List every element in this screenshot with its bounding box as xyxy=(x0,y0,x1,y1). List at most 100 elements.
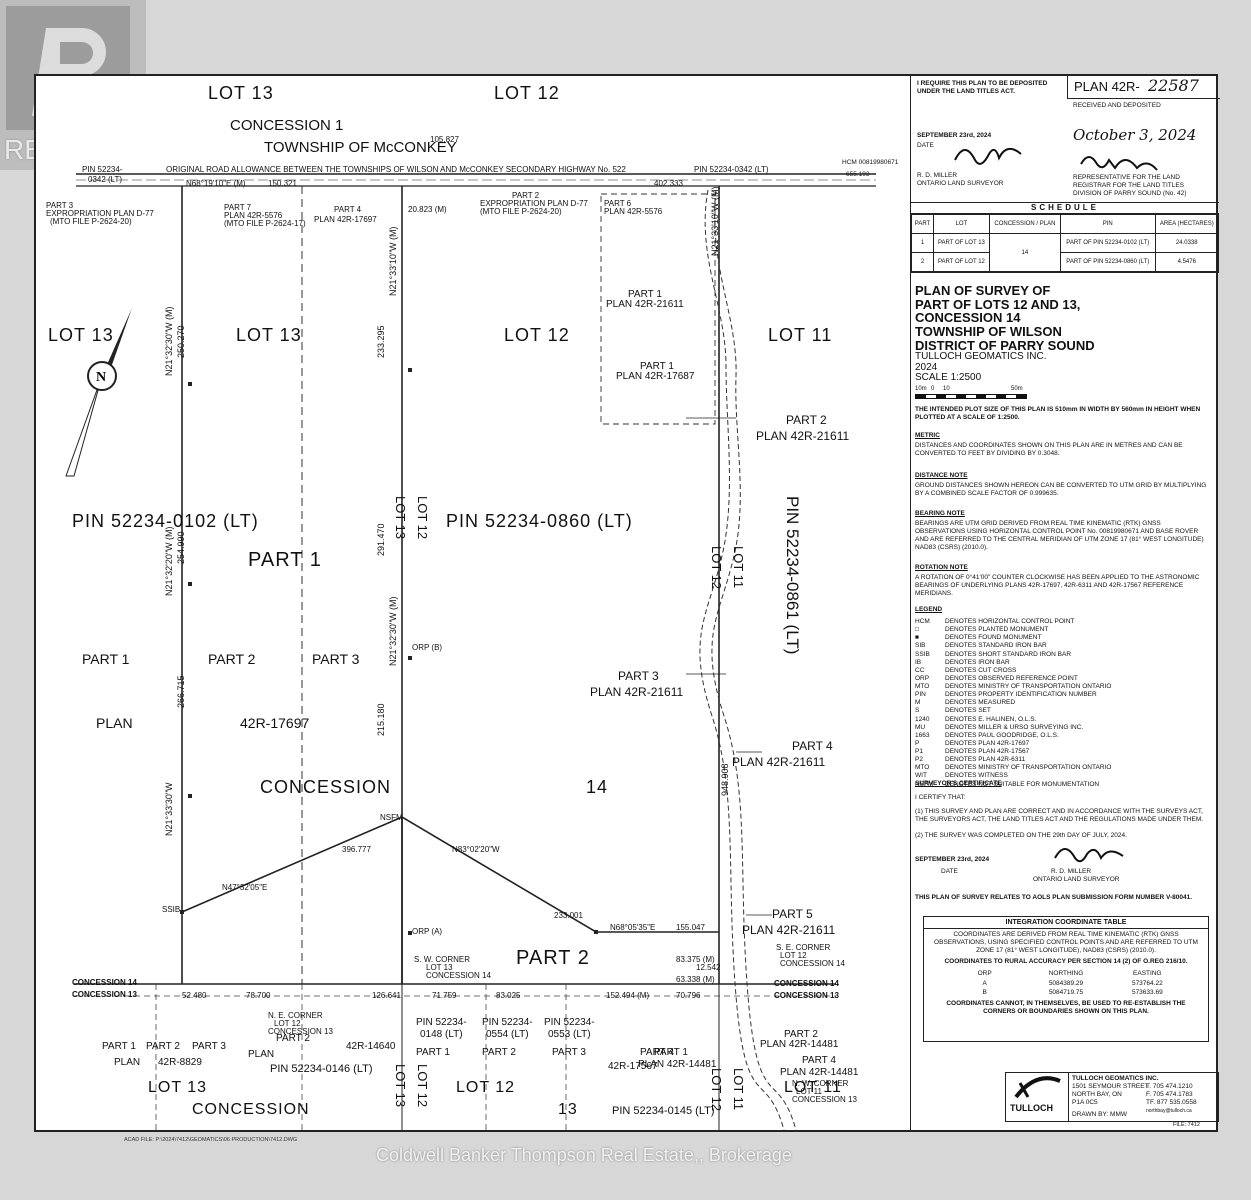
vdim-266: 266.715 xyxy=(176,675,186,708)
company-phone-2: F. 705 474.1783 xyxy=(1146,1091,1193,1098)
sched-h-part: PART xyxy=(911,214,934,234)
lot11-bottom-label: LOT 11 xyxy=(784,1079,842,1096)
company-logo-box: TULLOCH xyxy=(1006,1073,1069,1121)
legend-description: DENOTES MILLER & URSO SURVEYING INC. xyxy=(945,723,1084,731)
legend-symbol: MU xyxy=(915,723,926,731)
legend-description: DENOTES PLAN 42R-17697 xyxy=(945,739,1030,747)
dist-70796: 70.796 xyxy=(676,991,701,1000)
vdim-4: N21°33'10"W (M) xyxy=(388,226,398,296)
title-line-3: CONCESSION 14 xyxy=(915,310,1021,326)
lot12-bottom-label: LOT 12 xyxy=(456,1079,516,1096)
part1-bottom3-label: PART 1 xyxy=(416,1047,450,1058)
legend-symbol: 1663 xyxy=(915,731,930,739)
sched-h-lot: LOT xyxy=(933,214,990,234)
registrar-signature xyxy=(1080,156,1158,171)
plan-17567-label: 42R-17567 xyxy=(608,1061,658,1072)
survey-linework: N xyxy=(65,173,876,1130)
surveyor-name-top: R. D. MILLER xyxy=(917,172,958,179)
title-block: PLAN OF SURVEY OF PART OF LOTS 12 AND 13… xyxy=(915,284,1095,384)
plot-note: THE INTENDED PLOT SIZE OF THIS PLAN IS 5… xyxy=(915,406,1201,422)
legend-symbol: P2 xyxy=(915,756,923,764)
legend-symbol: P1 xyxy=(915,748,923,755)
legend-symbol: P xyxy=(915,739,920,747)
sw-corner-2: LOT 13 xyxy=(426,963,453,972)
legend-description: DENOTES PROPERTY IDENTIFICATION NUMBER xyxy=(945,691,1097,699)
coord-b-orp: B xyxy=(982,988,987,996)
pin-0148-b: 0148 (LT) xyxy=(420,1029,463,1040)
legend-description: DENOTES WITNESS xyxy=(945,772,1008,780)
plan-5576-label: PLAN 42R-5576 xyxy=(224,211,283,220)
vdim-3: N21°33'30"W xyxy=(164,782,174,836)
part2-d77-label: PART 2 xyxy=(512,191,540,200)
pin-0861-label: PIN 52234-0861 (LT) xyxy=(783,496,802,655)
part2-14481-label: PART 2 xyxy=(784,1029,818,1040)
bearing-heading: BEARING NOTE xyxy=(915,510,965,517)
coord-b-north: 5084719.75 xyxy=(1048,988,1084,996)
legend-item: □DENOTES PLANTED MONUMENT xyxy=(915,626,1211,634)
north-arrow-icon: N xyxy=(65,308,132,477)
pin-0554-b: 0554 (LT) xyxy=(486,1029,529,1040)
svg-text:N: N xyxy=(96,370,106,385)
legend-symbol: S xyxy=(915,707,920,715)
drawn-by: DRAWN BY: MMW xyxy=(1072,1111,1128,1118)
nw-corner-2: LOT 11 xyxy=(796,1087,822,1096)
legend-symbol: SSIB xyxy=(915,650,930,658)
coord-table: INTEGRATION COORDINATE TABLE COORDINATES… xyxy=(923,916,1209,1042)
nw-corner-3: CONCESSION 13 xyxy=(792,1095,857,1104)
coord-accuracy: COORDINATES TO RURAL ACCURACY PER SECTIO… xyxy=(944,958,1188,966)
concession14-left: CONCESSION 14 xyxy=(72,978,137,987)
metric-heading: METRIC xyxy=(915,432,940,439)
part1-bottom-label: PART 1 xyxy=(102,1041,136,1052)
coord-header-row: ORP NORTHING EASTING xyxy=(924,968,1208,979)
company-name: TULLOCH GEOMATICS INC. xyxy=(1072,1075,1159,1082)
hcm-label: HCM 00819980671 xyxy=(842,159,899,166)
lot13-bottom-label: LOT 13 xyxy=(148,1079,208,1096)
coord-a-east: 573764.22 xyxy=(1131,979,1163,987)
sched-r1-part: 1 xyxy=(911,233,934,253)
legend-description: DENOTES MEASURED xyxy=(945,699,1016,707)
distance-heading: DISTANCE NOTE xyxy=(915,472,968,479)
part1-14481-label: PART 1 xyxy=(654,1047,688,1058)
pin-0554-a: PIN 52234- xyxy=(482,1017,533,1028)
ne-corner-3: CONCESSION 13 xyxy=(268,1027,333,1036)
legend-item: P1 DENOTES PLAN 42R-17567 xyxy=(915,748,1211,756)
legend-symbol: ORP xyxy=(915,674,930,682)
bearing-n68-05: N68°05'35"E xyxy=(610,923,656,932)
coord-intro: COORDINATES ARE DERIVED FROM REAL TIME K… xyxy=(934,931,1198,955)
dist-83375: 83.375 (M) xyxy=(676,955,715,964)
mto-2624-17-label: (MTO FILE P-2624-17) xyxy=(224,219,306,228)
legend-item: ■DENOTES FOUND MONUMENT xyxy=(915,634,1211,642)
part6-label: PART 6 xyxy=(604,199,632,208)
schedule-title: SCHEDULE xyxy=(911,202,1219,214)
dist-402: 402.333 xyxy=(654,179,683,188)
legend-symbol: NSFM xyxy=(915,780,934,788)
sched-r1-pin: PART OF PIN 52234-0102 (LT) xyxy=(1059,233,1156,253)
vdim-215: 215.180 xyxy=(376,703,386,736)
file-number: FILE: 7412 xyxy=(1173,1122,1200,1128)
vdim-233: 233.295 xyxy=(376,325,386,358)
nsfm-label: NSFM xyxy=(380,813,403,822)
pin-0102-label: PIN 52234-0102 (LT) xyxy=(72,511,259,531)
certificate-item-1: (1) THIS SURVEY AND PLAN ARE CORRECT AND… xyxy=(915,808,1204,824)
distance-text: GROUND DISTANCES SHOWN HEREON CAN BE CON… xyxy=(915,482,1207,498)
coord-b-east: 573633.69 xyxy=(1131,988,1163,996)
legend-item: P DENOTES PLAN 42R-17697 xyxy=(915,740,1211,748)
vdim-1: N21°32'30"W (M) xyxy=(164,306,174,376)
surveyor-signature xyxy=(954,147,1022,165)
legend-description: DENOTES STANDARD IRON BAR xyxy=(945,642,1047,650)
vdim-6: N21°33'10"W (M) xyxy=(710,186,720,256)
concession-top-label: CONCESSION 1 xyxy=(230,117,344,134)
tulloch-logo-icon xyxy=(1014,1076,1061,1099)
legend-description: DENOTES PLAN 42R-17567 xyxy=(945,748,1030,755)
company-addr-2: NORTH BAY, ON xyxy=(1072,1091,1122,1098)
mto-2624-right: (MTO FILE P-2624-20) xyxy=(480,207,562,216)
dist-105: 105.827 xyxy=(430,135,459,144)
plan-21611-d: PLAN 42R-21611 xyxy=(732,755,826,769)
acad-file-path: ACAD FILE: P:\2024\7412\GEOMATICS\06 PRO… xyxy=(124,1137,298,1143)
road-allowance-label: ORIGINAL ROAD ALLOWANCE BETWEEN THE TOWN… xyxy=(166,165,626,174)
dist-52480: 52.480 xyxy=(182,991,207,1000)
